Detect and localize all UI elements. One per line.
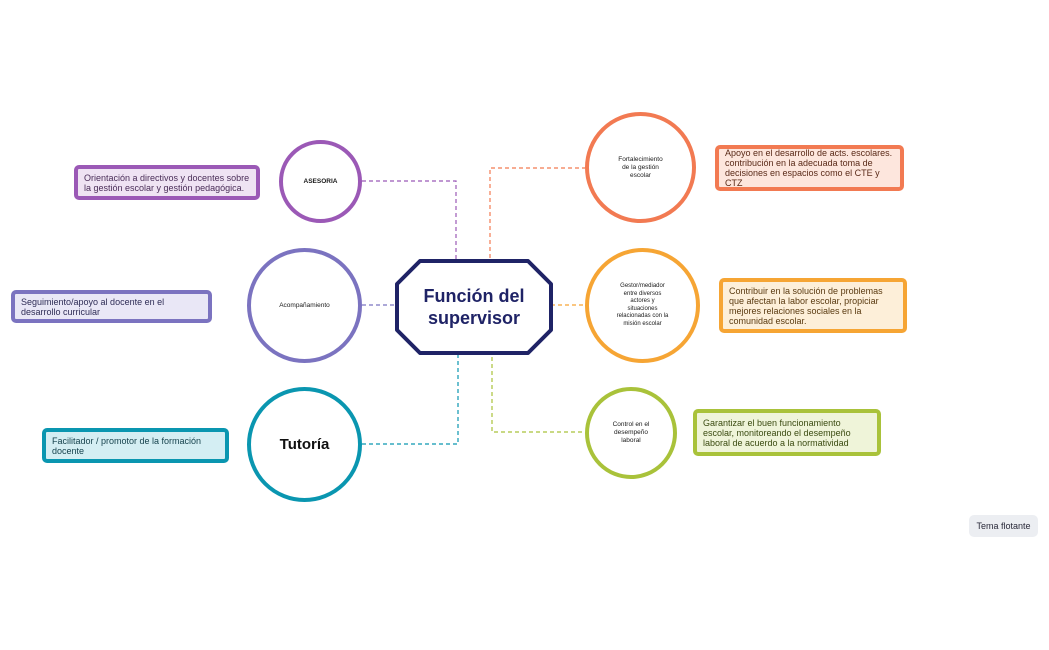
note-control[interactable]: Garantizar el buen funcionamiento escola…: [693, 409, 881, 456]
note-gestor-text: Contribuir en la solución de problemas q…: [729, 285, 883, 326]
floating-topic-label: Tema flotante: [976, 521, 1031, 531]
note-acompanamiento[interactable]: Seguimiento/apoyo al docente en el desar…: [11, 290, 212, 323]
note-fortalecimiento[interactable]: Apoyo en el desarrollo de acts. escolare…: [715, 145, 904, 191]
note-control-text: Garantizar el buen funcionamiento escola…: [703, 417, 851, 448]
topic-asesoria-label: ASESORIA: [303, 177, 338, 185]
topic-fortalecimiento-label: Fortalecimiento de la gestión escolar: [618, 155, 663, 179]
note-asesoria[interactable]: Orientación a directivos y docentes sobr…: [74, 165, 260, 200]
note-gestor[interactable]: Contribuir en la solución de problemas q…: [719, 278, 907, 333]
note-tutoria-text: Facilitador / promotor de la formación d…: [52, 435, 202, 456]
topic-gestor-label: Gestor/mediador entre diversos actores y…: [616, 283, 669, 327]
topic-asesoria[interactable]: ASESORIA: [279, 140, 362, 223]
central-hexagon: [395, 259, 553, 355]
note-acompanamiento-text: Seguimiento/apoyo al docente en el desar…: [21, 296, 165, 317]
topic-acompanamiento-label: Acompañamiento: [279, 301, 330, 309]
note-fortalecimiento-text: Apoyo en el desarrollo de acts. escolare…: [725, 148, 893, 188]
note-tutoria[interactable]: Facilitador / promotor de la formación d…: [42, 428, 229, 463]
topic-control[interactable]: Control en el desempeño laboral: [585, 387, 677, 479]
topic-tutoria[interactable]: Tutoría: [247, 387, 362, 502]
connector-fortalecimiento: [489, 167, 585, 265]
topic-gestor[interactable]: Gestor/mediador entre diversos actores y…: [585, 248, 700, 363]
connector-control: [491, 350, 585, 433]
topic-control-label: Control en el desempeño laboral: [612, 421, 650, 444]
connector-tutoria: [362, 350, 459, 445]
connector-asesoria: [362, 180, 457, 265]
topic-acompanamiento[interactable]: Acompañamiento: [247, 248, 362, 363]
topic-fortalecimiento[interactable]: Fortalecimiento de la gestión escolar: [585, 112, 696, 223]
central-topic[interactable]: Función del supervisor: [397, 261, 551, 353]
note-asesoria-text: Orientación a directivos y docentes sobr…: [84, 172, 250, 193]
central-topic-title: Función del supervisor: [423, 286, 525, 328]
floating-topic[interactable]: Tema flotante: [969, 515, 1038, 537]
topic-tutoria-label: Tutoría: [279, 435, 330, 453]
